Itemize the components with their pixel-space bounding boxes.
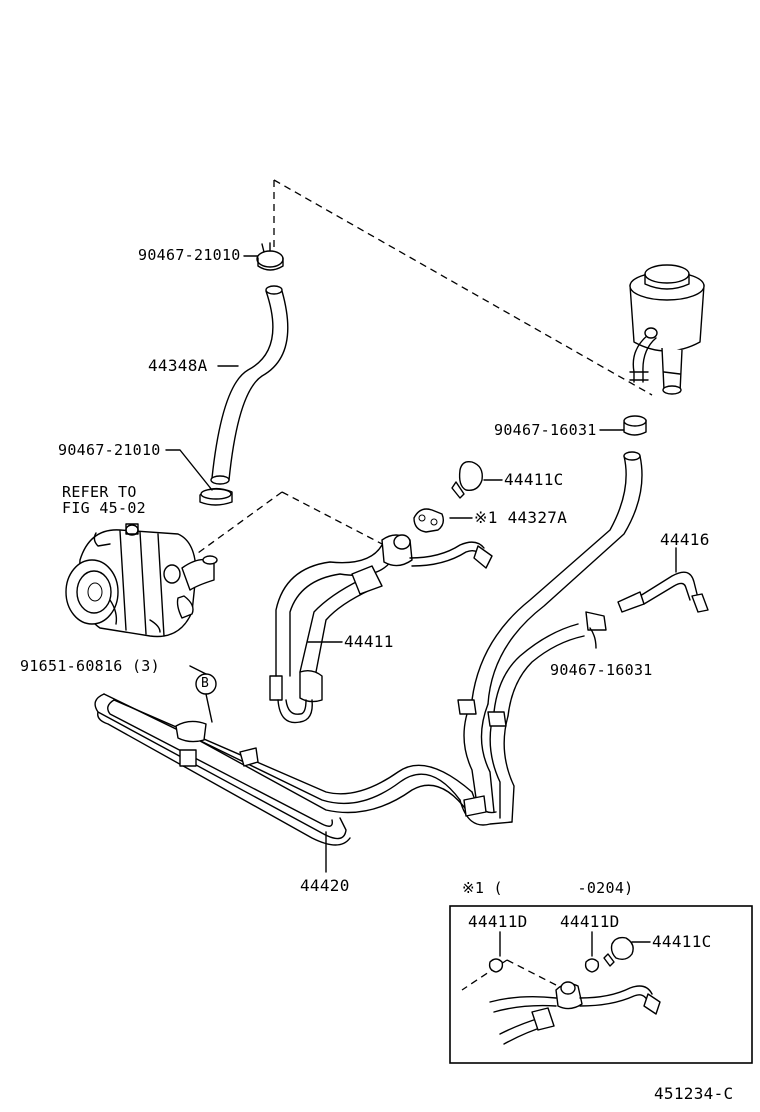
return-hose (210, 285, 289, 485)
right-hose (471, 451, 643, 717)
label-clamp-mid: 90467-21010 (58, 441, 161, 459)
label-clamp-lower-right: 90467-16031 (550, 661, 653, 679)
label-union-bolt: 44411C (504, 470, 564, 489)
label-bolt: 91651-60816 (3) (20, 657, 160, 675)
tube-44416 (617, 571, 709, 613)
label-return-hose: 44348A (148, 356, 208, 375)
label-callout-b: B (201, 676, 210, 691)
label-inset-gasket-1: 44411D (468, 912, 528, 931)
hose-clamp-mid (199, 487, 233, 506)
label-inset-note: ※1 ( -0204) (462, 879, 634, 897)
hose-clamp-top (256, 242, 284, 271)
cooler-tube-assembly (94, 693, 515, 846)
label-clamp-top: 90467-21010 (138, 246, 241, 264)
label-refer-to: REFER TO (62, 483, 137, 501)
pressure-tube (269, 534, 493, 724)
leader-lines (165, 255, 677, 957)
label-clamp-reservoir: 90467-16031 (494, 421, 597, 439)
figure-id: 451234-C (654, 1084, 734, 1103)
label-tube-right: 44416 (660, 530, 710, 549)
union-bolt-upper (451, 460, 503, 499)
power-steering-pump (65, 523, 218, 638)
label-clamp-note: ※1 44327A (474, 508, 568, 527)
inset-detail (449, 905, 753, 1064)
label-inset-bolt: 44411C (652, 932, 712, 951)
label-inset-gasket-2: 44411D (560, 912, 620, 931)
label-refer-fig: FIG 45-02 (62, 499, 146, 517)
hose-clamp-reservoir (623, 415, 647, 436)
dashed-guide-lines (179, 179, 653, 991)
callout-b (195, 673, 217, 723)
label-tube-assy: 44420 (300, 876, 350, 895)
reservoir-tank (629, 264, 705, 395)
tube-clamp-plate (413, 508, 445, 533)
label-pressure-tube: 44411 (344, 632, 394, 651)
